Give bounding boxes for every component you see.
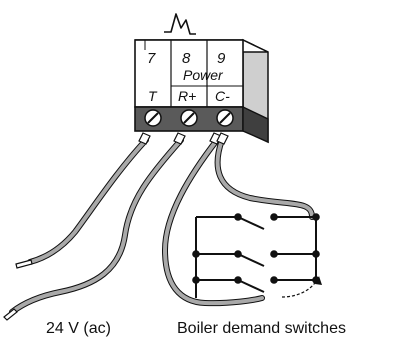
screw-t-icon: [144, 109, 162, 127]
screw-c-minus-icon: [216, 109, 234, 127]
actuation-arrow-icon: [281, 277, 319, 298]
pcb-connection-icon: [164, 13, 196, 35]
boiler-demand-switches: [195, 216, 317, 298]
terminal-label-t: T: [148, 88, 158, 104]
supply-caption: 24 V (ac): [46, 320, 111, 337]
wire-ends: [3, 132, 229, 321]
terminal-label-r-plus: R+: [178, 88, 196, 104]
terminal-label-c-minus: C-: [215, 88, 230, 104]
terminal-number-9: 9: [217, 50, 226, 67]
terminal-number-7: 7: [147, 50, 156, 67]
power-group-label: Power: [183, 67, 224, 83]
supply-wires: [9, 137, 315, 315]
switch-nodes: [192, 213, 320, 284]
switches-caption: Boiler demand switches: [177, 320, 346, 337]
screw-r-plus-icon: [180, 109, 198, 127]
terminal-number-8: 8: [182, 50, 191, 67]
